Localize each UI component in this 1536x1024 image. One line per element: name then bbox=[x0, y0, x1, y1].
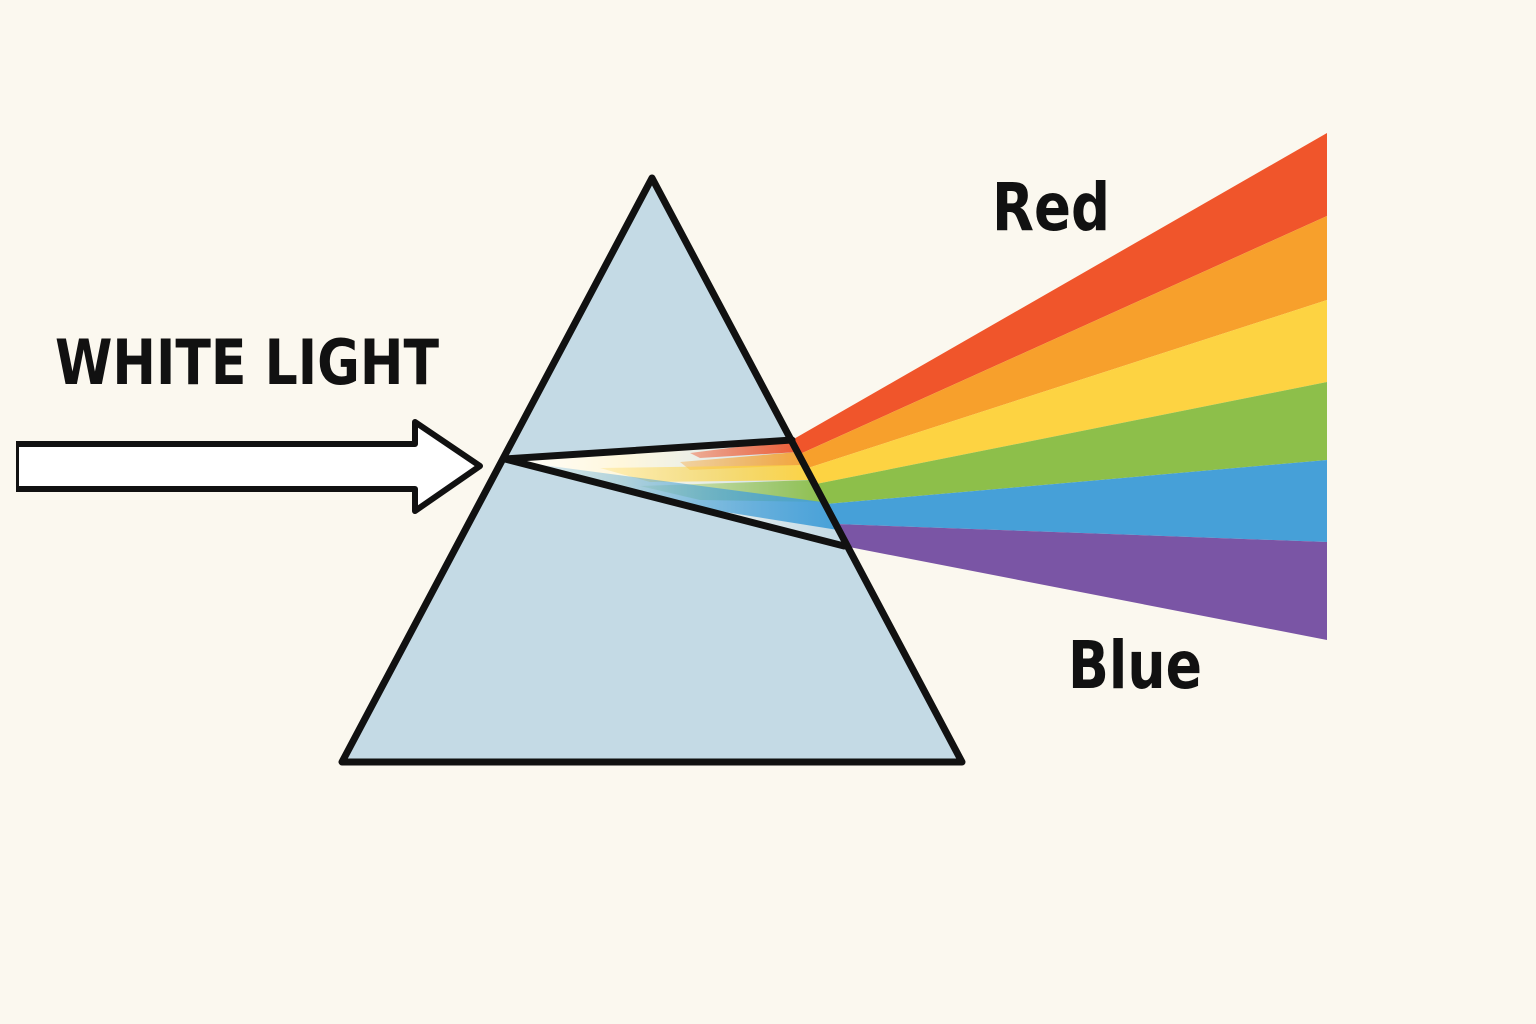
white-light-arrow bbox=[13, 419, 483, 514]
spectrum-band-yellow bbox=[808, 300, 1327, 484]
beam-top-edge bbox=[501, 436, 796, 463]
spectrum-band-orange bbox=[800, 216, 1327, 468]
blue-label: Blue bbox=[1068, 627, 1202, 704]
arrow-left-mask bbox=[0, 440, 16, 494]
inner-yellow-band bbox=[600, 465, 812, 482]
beam-bottom-edge bbox=[501, 455, 848, 550]
spectrum-band-red bbox=[792, 133, 1327, 454]
red-label: Red bbox=[992, 169, 1110, 246]
spectrum-band-green bbox=[816, 382, 1327, 504]
prism-outline bbox=[338, 174, 966, 766]
white-light-label: WHITE LIGHT bbox=[55, 326, 439, 399]
spectrum-band-violet bbox=[836, 524, 1327, 640]
spectrum-fan bbox=[792, 133, 1327, 640]
spectrum-band-blue bbox=[826, 460, 1327, 542]
inner-blue-band bbox=[520, 462, 838, 530]
